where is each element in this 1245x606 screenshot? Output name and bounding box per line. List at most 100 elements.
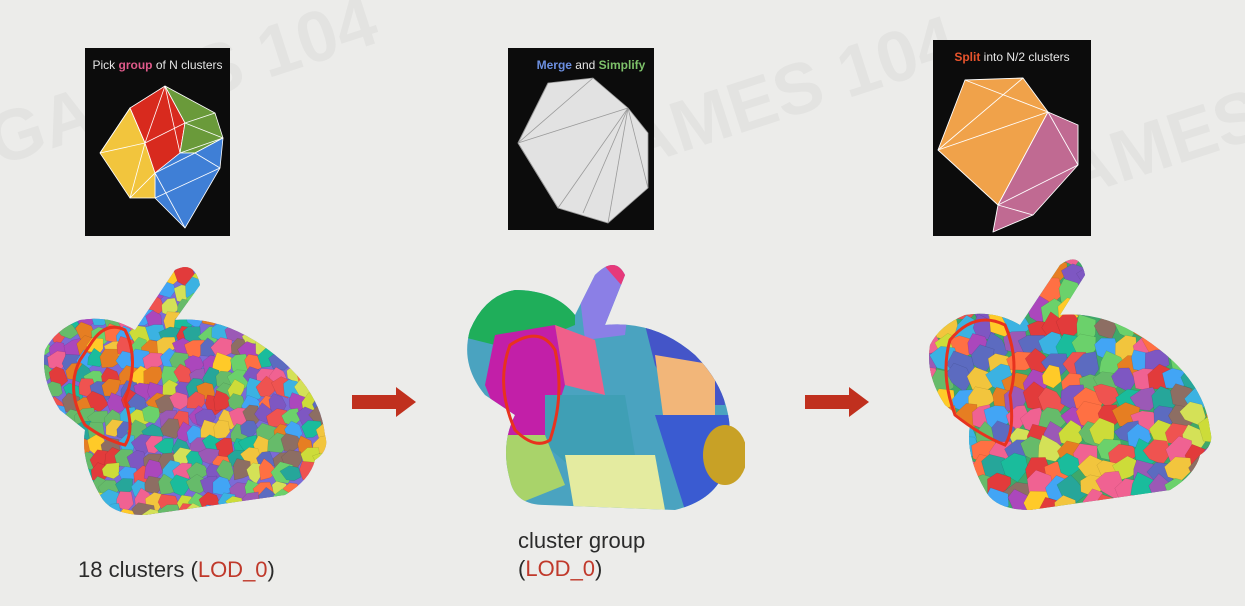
cluster-patch	[1100, 515, 1126, 525]
cluster-patch	[59, 450, 83, 471]
cluster-patch	[951, 280, 975, 306]
cluster-patch	[905, 383, 927, 408]
cluster-patch	[44, 267, 50, 289]
cluster-patch	[303, 337, 324, 355]
cluster-patch	[44, 464, 52, 484]
cluster-patch	[135, 267, 154, 285]
cluster-patch	[929, 259, 943, 282]
cluster-patch	[44, 494, 65, 512]
cluster-patch	[281, 313, 301, 331]
cluster-patch	[323, 338, 327, 359]
cluster-patch	[63, 518, 83, 530]
cluster-patch	[77, 296, 96, 316]
cluster-patch	[312, 452, 327, 470]
cluster-patch	[25, 421, 33, 439]
cluster-patch	[1205, 280, 1212, 310]
cluster-patch	[25, 320, 37, 342]
split-highlight: Split	[954, 50, 981, 64]
cluster-patch	[929, 422, 937, 451]
cluster-patch	[63, 504, 82, 516]
cluster-patch	[99, 348, 121, 368]
cluster-patch	[44, 465, 64, 485]
cluster-patch	[92, 268, 110, 289]
cluster-patch	[44, 408, 52, 432]
cluster-patch	[905, 329, 917, 356]
cluster-patch	[25, 297, 40, 320]
cluster-patch	[1115, 259, 1144, 268]
pick-group-caption: Pick group of N clusters	[92, 58, 223, 72]
cluster-patch	[295, 490, 318, 507]
cluster-patch	[252, 309, 275, 330]
cluster-patch	[1136, 259, 1160, 289]
lod-tag: LOD_0	[197, 557, 268, 582]
cluster-patch	[204, 518, 226, 530]
right-arrow-icon	[805, 387, 869, 417]
cluster-patch	[952, 259, 977, 271]
cluster-patch	[202, 283, 221, 304]
cluster-patch	[1202, 512, 1215, 525]
cluster-patch	[1181, 314, 1211, 340]
cluster-patch	[44, 476, 64, 498]
cluster-patch	[44, 281, 66, 300]
cluster-patch	[325, 276, 327, 298]
cluster-patch	[1129, 386, 1160, 411]
cluster-patch	[25, 406, 33, 428]
cluster-patch	[313, 468, 327, 486]
cluster-patch	[46, 267, 66, 289]
cluster-patch	[991, 259, 1014, 285]
cluster-patch	[1004, 296, 1027, 324]
cluster-patch	[101, 462, 120, 480]
cluster-patch	[168, 391, 190, 410]
cluster-patch	[929, 456, 952, 485]
split-mesh	[937, 77, 1079, 233]
cluster-patch	[285, 326, 307, 349]
cluster-patch	[62, 267, 85, 275]
cluster-patch	[1114, 280, 1141, 308]
cluster-group-label: cluster group (LOD_0)	[518, 528, 646, 581]
cluster-patch	[239, 295, 263, 315]
cluster-patch	[972, 263, 994, 290]
cluster-patch	[905, 404, 919, 430]
cluster-patch	[240, 267, 261, 275]
cluster-patch	[314, 337, 327, 360]
cluster-patch	[312, 488, 327, 511]
cluster-patch	[228, 282, 251, 303]
cluster-patch	[1144, 259, 1173, 285]
cluster-patch	[113, 271, 135, 288]
cluster-patch	[45, 267, 71, 271]
cluster-patch	[301, 267, 321, 273]
cluster-patch	[983, 508, 1012, 510]
cluster-patch	[1168, 261, 1199, 289]
cluster-patch	[969, 259, 997, 270]
cluster-patch	[312, 299, 327, 316]
bunny-split-clusters	[905, 250, 1215, 525]
right-arrow-icon	[352, 387, 416, 417]
cluster-patch	[1149, 259, 1176, 266]
cluster-patch	[1108, 300, 1136, 323]
cluster-patch	[1204, 259, 1212, 283]
cluster-patch	[929, 455, 944, 480]
cluster-patch	[25, 390, 37, 409]
cluster-patch	[78, 278, 98, 300]
cluster-patch	[58, 283, 78, 301]
cluster-patch	[946, 513, 975, 525]
cluster-patch	[25, 505, 39, 523]
cluster-patch	[325, 322, 327, 343]
cluster-patch	[952, 262, 980, 286]
cluster-patch	[323, 293, 327, 315]
cluster-patch	[25, 452, 41, 472]
cluster-patch	[57, 296, 77, 319]
cluster-patch	[328, 392, 335, 412]
cluster-patch	[1183, 477, 1212, 505]
cluster-patch	[131, 502, 156, 516]
cluster-patch	[1008, 514, 1032, 525]
cluster-patch	[30, 522, 51, 531]
cluster-patch	[242, 404, 261, 424]
cluster-patch	[44, 449, 65, 469]
cluster-patch	[905, 250, 924, 269]
cluster-patch	[256, 283, 278, 306]
cluster-patch	[92, 267, 113, 277]
cluster-patch	[25, 307, 38, 326]
cluster-patch	[914, 511, 940, 525]
cluster-patch	[300, 283, 321, 303]
